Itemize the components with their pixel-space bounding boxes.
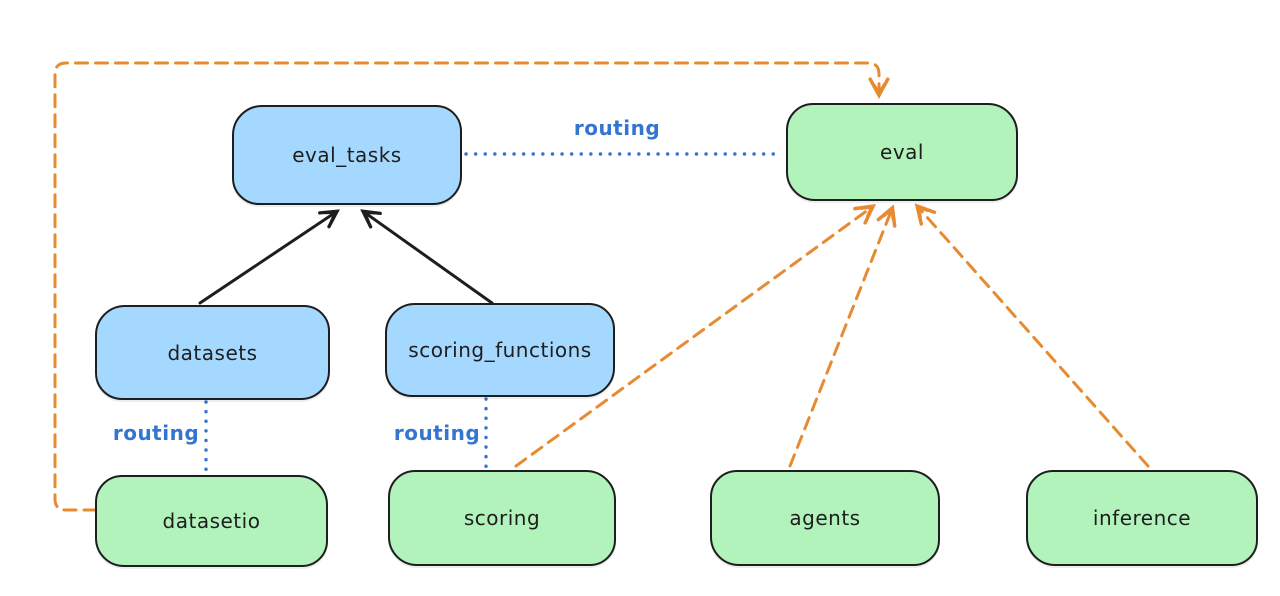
node-inference: inference bbox=[1026, 470, 1258, 566]
node-agents: agents bbox=[710, 470, 940, 566]
node-eval-label: eval bbox=[880, 140, 924, 164]
node-datasetio: datasetio bbox=[95, 475, 328, 567]
node-agents-label: agents bbox=[789, 506, 861, 530]
node-scoring-functions: scoring_functions bbox=[385, 303, 615, 397]
node-eval: eval bbox=[786, 103, 1018, 201]
node-datasetio-label: datasetio bbox=[162, 509, 261, 533]
node-scoring-label: scoring bbox=[463, 506, 541, 530]
node-inference-label: inference bbox=[1092, 506, 1192, 530]
edge-datasetio-to-eval bbox=[53, 61, 890, 512]
node-datasets-label: datasets bbox=[167, 340, 258, 365]
edge-inference-to-eval bbox=[914, 203, 1150, 468]
node-datasets: datasets bbox=[95, 305, 330, 400]
routing-label-scoring-functions-scoring: routing bbox=[393, 421, 481, 445]
edge-datasets-to-eval-tasks bbox=[198, 209, 340, 305]
edge-scoring-functions-to-eval-tasks bbox=[360, 209, 494, 305]
edge-scoring-to-eval bbox=[514, 204, 877, 468]
node-eval-tasks: eval_tasks bbox=[232, 105, 462, 205]
edge-agents-to-eval bbox=[788, 204, 897, 468]
node-eval-tasks-label: eval_tasks bbox=[292, 143, 402, 167]
node-scoring-functions-label: scoring_functions bbox=[408, 338, 592, 362]
node-scoring: scoring bbox=[388, 470, 616, 566]
routing-label-datasets-datasetio: routing bbox=[112, 421, 200, 445]
routing-label-eval-tasks-eval: routing bbox=[573, 116, 661, 140]
